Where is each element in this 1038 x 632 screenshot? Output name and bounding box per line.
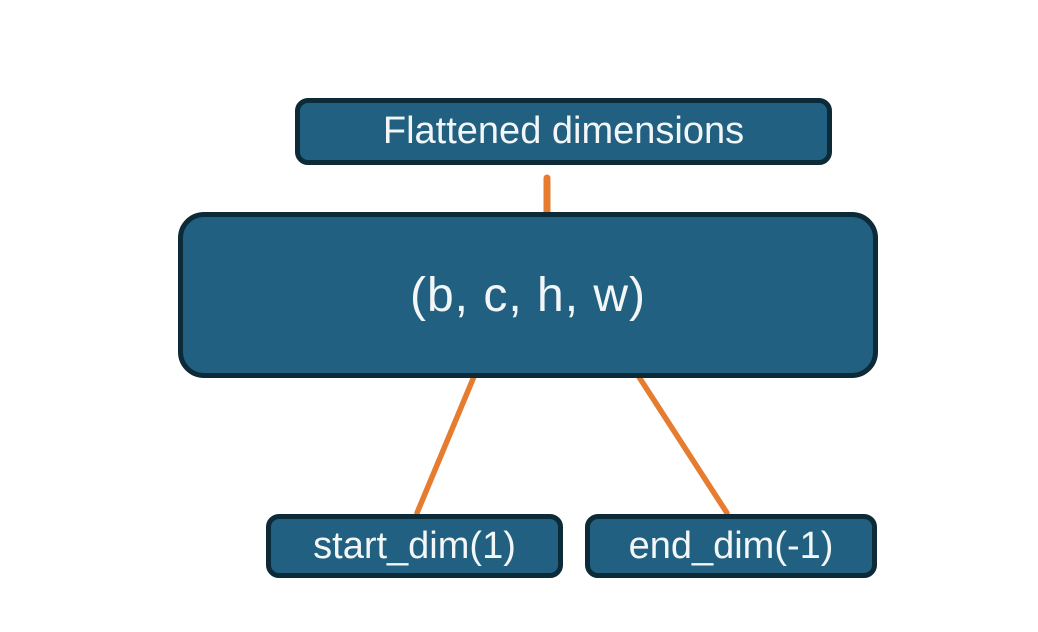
start-dim-label: start_dim(1) <box>313 524 516 567</box>
end-dim-label: end_dim(-1) <box>628 524 834 567</box>
flattened-dimensions-label: Flattened dimensions <box>382 110 745 152</box>
start-dim-box: start_dim(1) <box>266 514 563 578</box>
tensor-shape-box: (b, c, h, w) <box>178 212 878 378</box>
flattened-dimensions-box: Flattened dimensions <box>295 98 832 165</box>
end-dim-box: end_dim(-1) <box>585 514 877 578</box>
tensor-shape-label: (b, c, h, w) <box>409 268 647 322</box>
